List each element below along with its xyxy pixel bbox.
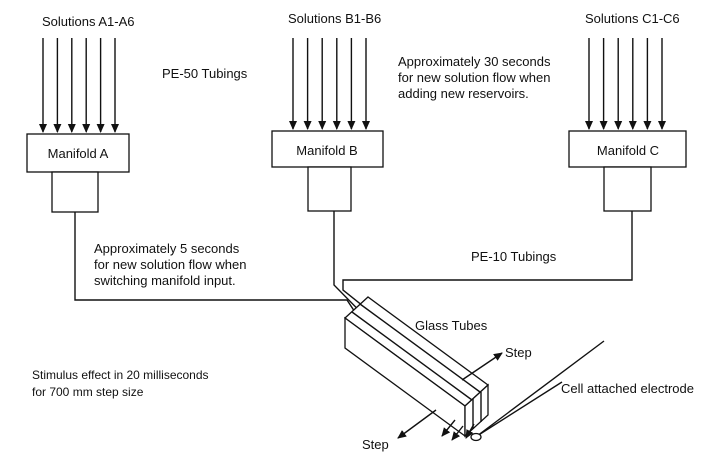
reservoir-note-line-2: for new solution flow when: [398, 70, 550, 85]
manifold-b: Manifold B: [271, 130, 384, 212]
manifold-b-label: Manifold B: [296, 143, 357, 158]
pe10-label: PE-10 Tubings: [471, 249, 557, 264]
solutions-b-label: Solutions B1-B6: [288, 11, 381, 26]
stimulus-note-line-2: for 700 mm step size: [32, 385, 144, 399]
manifold-c-box: [568, 130, 687, 168]
switching-note-line-2: for new solution flow when: [94, 257, 246, 272]
switching-note-line-3: switching manifold input.: [94, 273, 236, 288]
glass-tube-bundle: [343, 296, 490, 438]
solutions-a-label: Solutions A1-A6: [42, 14, 135, 29]
manifold-c-outlet: [603, 166, 652, 212]
manifold-b-outlet: [307, 166, 352, 212]
pe50-label: PE-50 Tubings: [162, 66, 248, 81]
glass-tubes-label: Glass Tubes: [415, 318, 488, 333]
solution-a-input-arrows: [39, 38, 119, 133]
manifold-c: Manifold C: [568, 130, 687, 212]
outflow-arrow-1: [441, 419, 456, 437]
step-arrow-up: [461, 352, 503, 381]
manifold-c-label: Manifold C: [597, 143, 659, 158]
solutions-c-label: Solutions C1-C6: [585, 11, 680, 26]
manifold-a-label: Manifold A: [48, 146, 109, 161]
outflow-arrow-2: [451, 425, 464, 441]
electrode-line-2: [476, 381, 563, 437]
manifold-a-outlet: [51, 171, 99, 213]
stimulus-note-line-1: Stimulus effect in 20 milliseconds: [32, 368, 209, 382]
glass-tube-divider-2: [359, 303, 481, 393]
step-arrow-down: [397, 409, 437, 439]
cell: [470, 432, 482, 442]
manifold-a: Manifold A: [26, 133, 130, 213]
step-label-down: Step: [362, 437, 389, 452]
reservoir-note-line-3: adding new reservoirs.: [398, 86, 529, 101]
manifold-b-box: [271, 130, 384, 168]
solution-c-input-arrows: [585, 38, 666, 130]
cell-attached-electrode: [470, 340, 605, 442]
electrode-label: Cell attached electrode: [561, 381, 694, 396]
step-label-up: Step: [505, 345, 532, 360]
manifold-a-box: [26, 133, 130, 173]
electrode-line-1: [476, 340, 605, 437]
switching-note-line-1: Approximately 5 seconds: [94, 241, 240, 256]
solution-b-input-arrows: [289, 38, 370, 130]
reservoir-note-line-1: Approximately 30 seconds: [398, 54, 551, 69]
glass-tube-divider-1: [351, 311, 473, 401]
outflow-arrow-3: [465, 423, 475, 439]
